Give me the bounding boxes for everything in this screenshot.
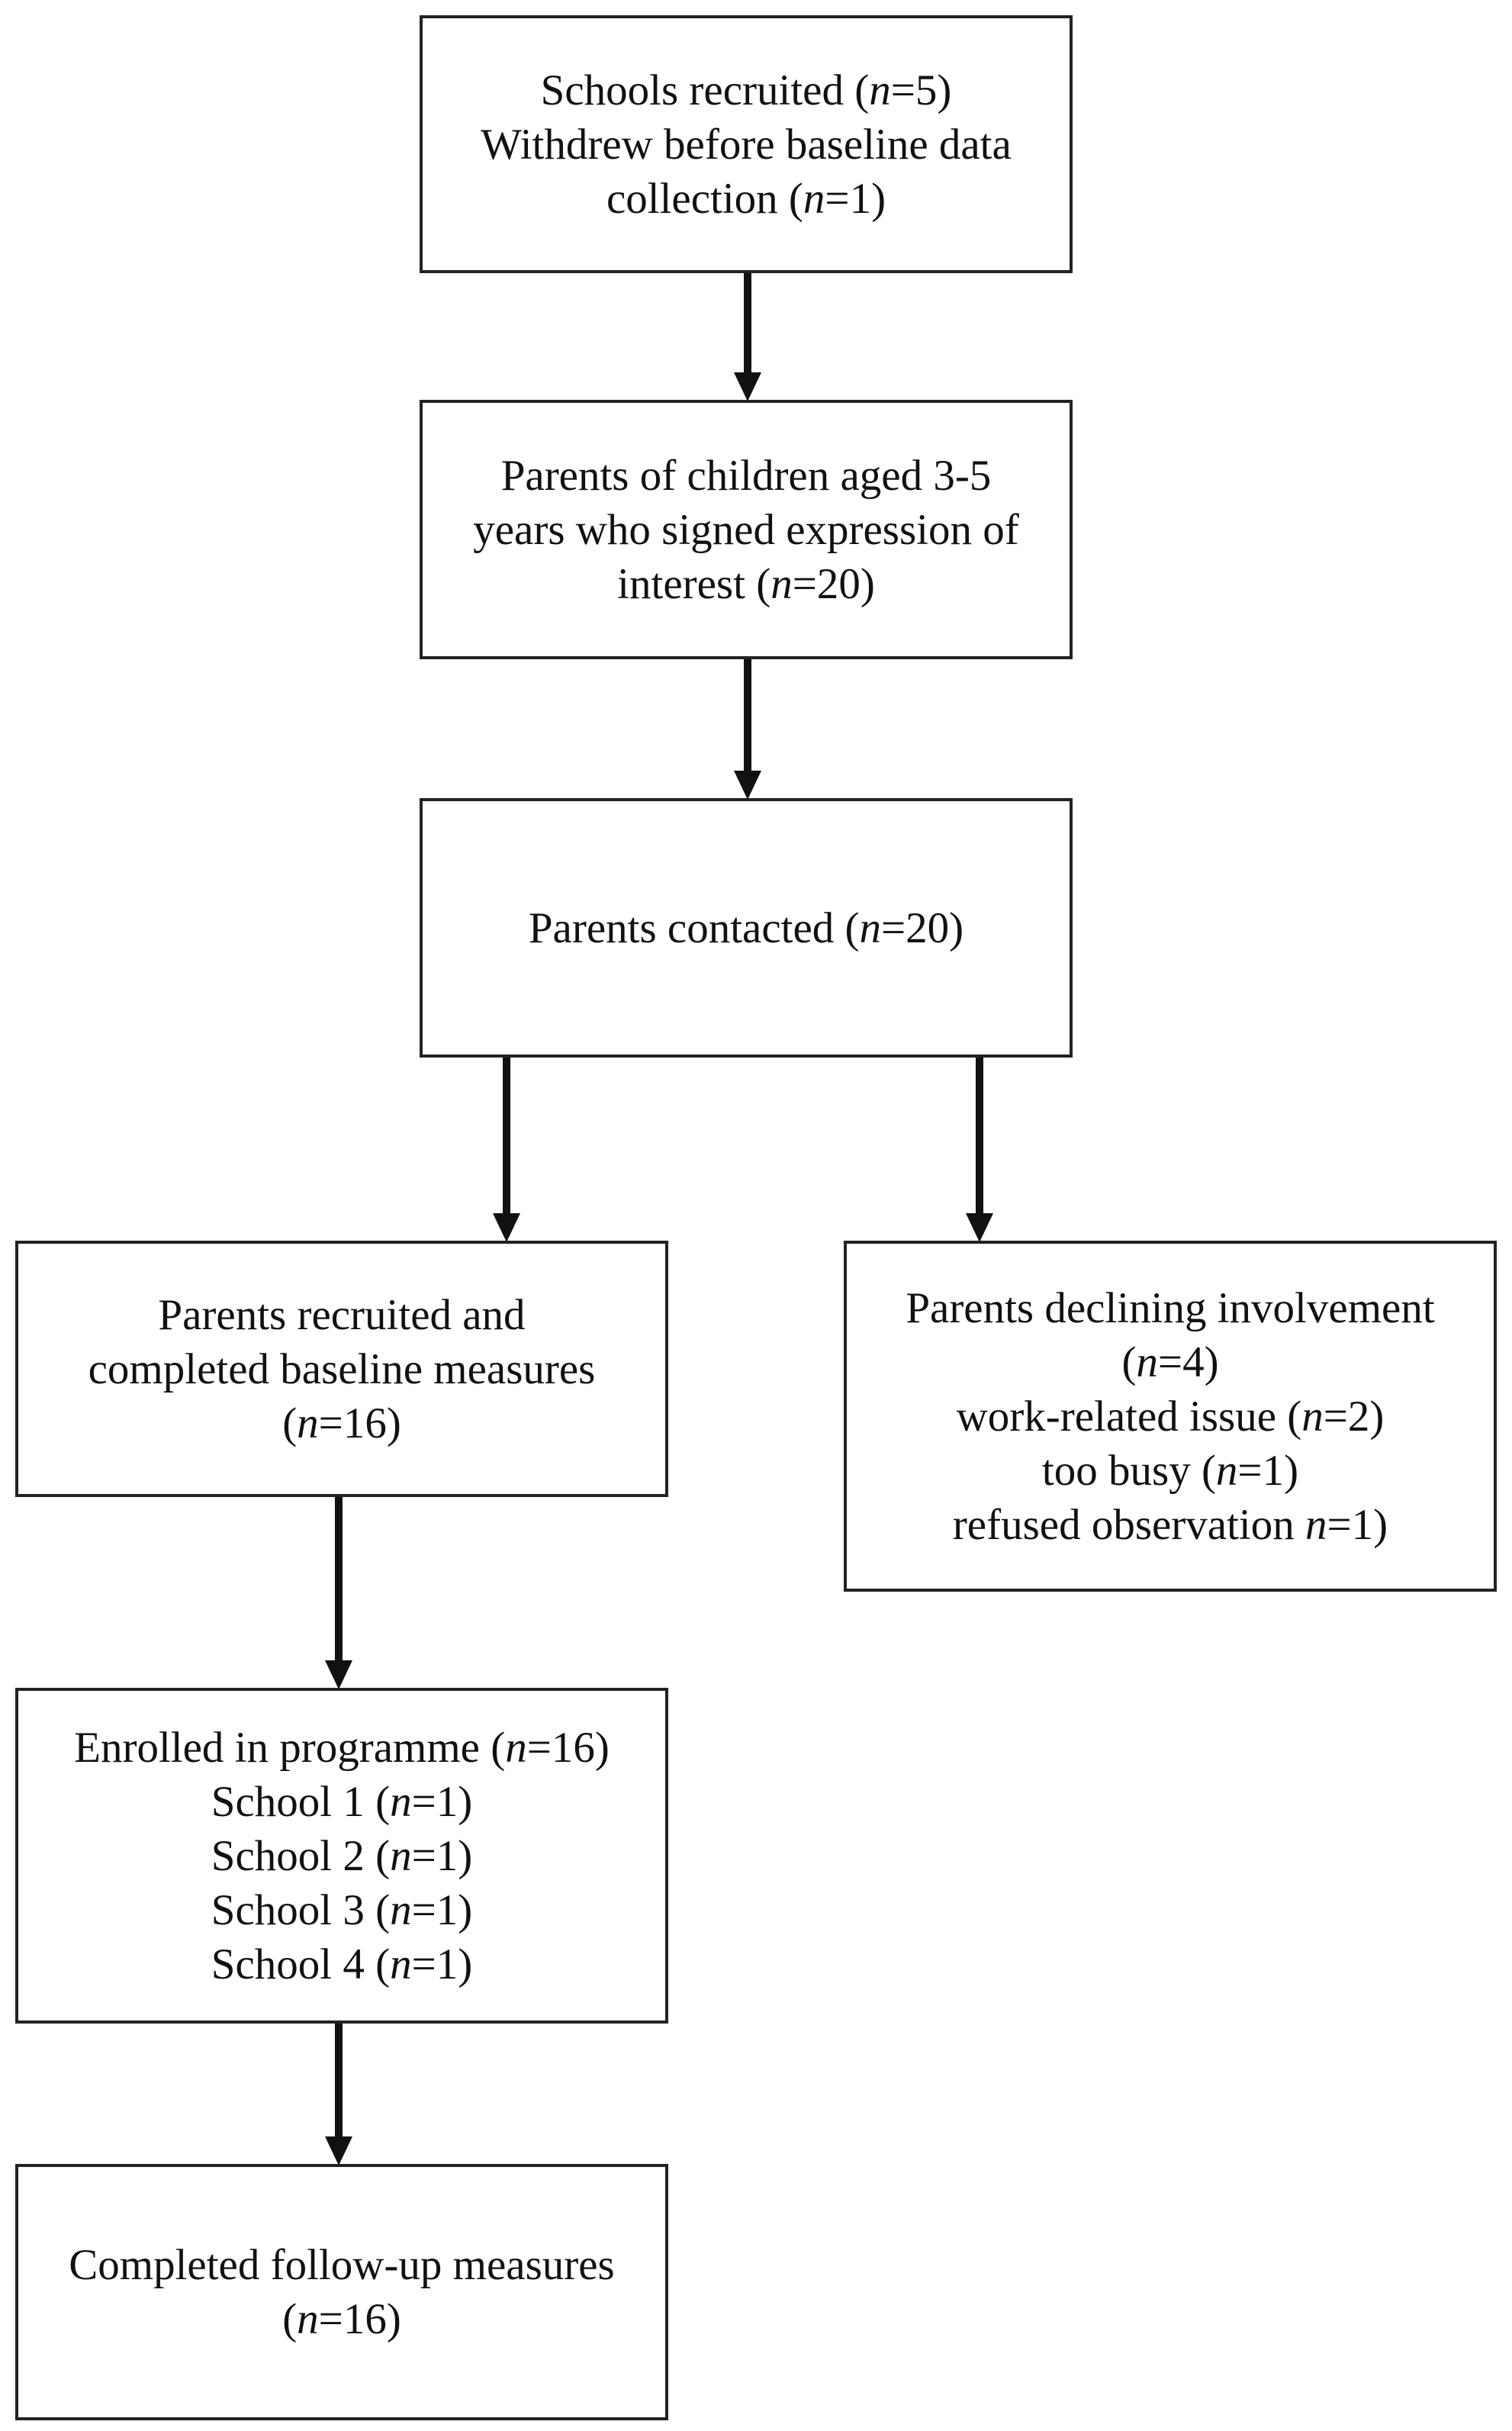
box-text-line: Withdrew before baseline data [481, 120, 1012, 169]
box-text-line: refused observation n=1) [952, 1500, 1388, 1549]
box-text-line: too busy (n=1) [1041, 1446, 1299, 1495]
followup-measures-box: Completed follow-up measures (n=16) [15, 2164, 668, 2420]
arrowhead-2 [734, 771, 761, 800]
expression-of-interest-box: Parents of children aged 3-5 years who si… [420, 400, 1073, 659]
box-text-line: Parents contacted (n=20) [528, 903, 964, 952]
arrowhead-3 [493, 1213, 520, 1242]
box-text-line: interest (n=20) [617, 559, 875, 608]
arrowhead-4 [966, 1213, 993, 1242]
box-text-line: School 1 (n=1) [211, 1777, 473, 1826]
box-text-line: School 4 (n=1) [211, 1940, 473, 1988]
enrolled-programme-box: Enrolled in programme (n=16) School 1 (n=… [15, 1688, 668, 2024]
arrowhead-1 [734, 372, 761, 401]
parents-recruited-box: Parents recruited and completed baseline … [15, 1241, 668, 1497]
box-text-line: (n=16) [282, 2295, 401, 2343]
box-text-line: Schools recruited (n=5) [540, 66, 952, 114]
schools-recruited-box: Schools recruited (n=5) Withdrew before b… [420, 15, 1073, 273]
box-text-line: Enrolled in programme (n=16) [74, 1723, 610, 1772]
box-text-line: work-related issue (n=2) [956, 1392, 1385, 1441]
parents-declining-box: Parents declining involvement (n=4) work-r… [844, 1241, 1497, 1592]
box-text-line: Parents of children aged 3-5 [500, 451, 992, 500]
box-text-line: (n=4) [1121, 1338, 1219, 1386]
box-text-line: years who signed expression of [473, 505, 1019, 554]
arrowhead-6 [325, 2136, 352, 2165]
box-text-line: (n=16) [282, 1399, 401, 1447]
box-text-line: School 2 (n=1) [211, 1831, 473, 1880]
parents-contacted-box: Parents contacted (n=20) [420, 798, 1073, 1058]
box-text-line: collection (n=1) [606, 174, 886, 223]
box-text-line: completed baseline measures [88, 1344, 596, 1393]
box-text-line: Parents declining involvement [906, 1283, 1435, 1332]
box-text-line: Completed follow-up measures [69, 2241, 615, 2289]
arrowhead-5 [325, 1660, 352, 1689]
box-text-line: Parents recruited and [158, 1290, 526, 1339]
box-text-line: School 3 (n=1) [211, 1885, 473, 1934]
